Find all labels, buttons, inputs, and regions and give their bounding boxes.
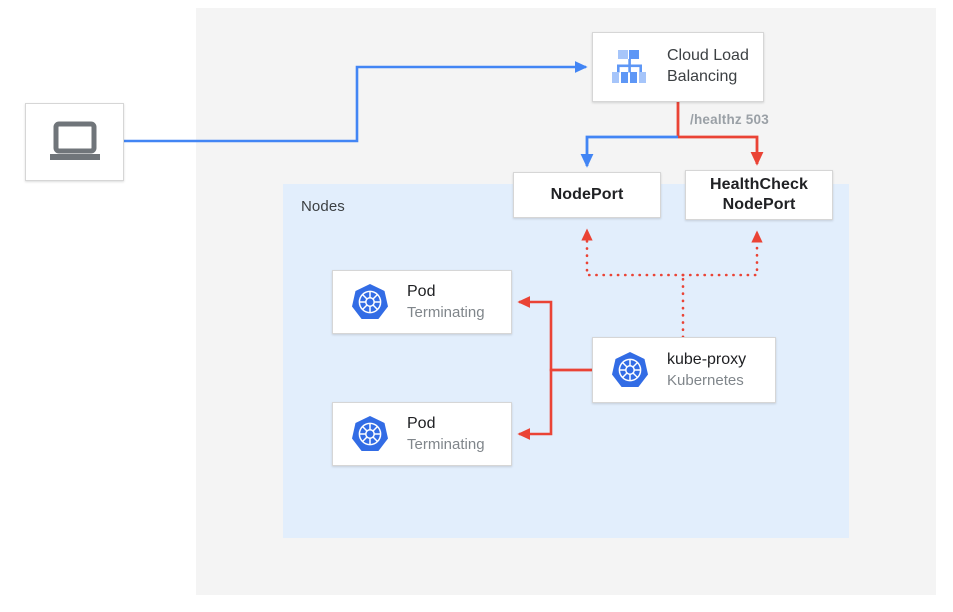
- pod2-text: Pod Terminating: [407, 414, 485, 454]
- kubernetes-icon: [612, 352, 648, 387]
- pod2-body: Pod Terminating: [333, 403, 511, 465]
- kube-proxy-body: kube-proxy Kubernetes: [593, 338, 775, 402]
- kube-proxy-node: kube-proxy Kubernetes: [592, 337, 776, 403]
- kubernetes-icon: [352, 284, 388, 319]
- nodeport-label: NodePort: [550, 186, 624, 203]
- client-node: [25, 103, 124, 181]
- pod1-text: Pod Terminating: [407, 282, 485, 322]
- healthcheck-nodeport-body: HealthCheck NodePort: [686, 171, 832, 219]
- clb-label-line2: Balancing: [667, 68, 738, 85]
- pod-node-1: Pod Terminating: [332, 270, 512, 334]
- clb-text: Cloud Load Balancing: [667, 46, 749, 88]
- cloud-load-balancing-icon: [612, 50, 646, 83]
- pod-node-2: Pod Terminating: [332, 402, 512, 466]
- kubernetes-icon: [352, 416, 388, 451]
- pod2-icon-slot: [349, 413, 391, 455]
- pod1-body: Pod Terminating: [333, 271, 511, 333]
- nodeport-node: NodePort: [513, 172, 661, 218]
- nodeport-body: NodePort: [514, 173, 660, 217]
- healthz-edge-label: /healthz 503: [690, 112, 769, 127]
- clb-body: Cloud Load Balancing: [593, 33, 763, 101]
- pod2-title: Pod: [407, 415, 436, 433]
- pod1-title: Pod: [407, 283, 436, 301]
- pod1-subtitle: Terminating: [407, 303, 485, 321]
- healthcheck-nodeport-label-line2: NodePort: [722, 196, 796, 213]
- client-node-body: [26, 104, 123, 180]
- pod2-subtitle: Terminating: [407, 435, 485, 453]
- kube-proxy-text: kube-proxy Kubernetes: [667, 350, 746, 390]
- cloud-load-balancing-icon-slot: [609, 46, 651, 88]
- clb-label-line1: Cloud Load: [667, 47, 749, 65]
- kube-proxy-title: kube-proxy: [667, 351, 747, 369]
- pod1-icon-slot: [349, 281, 391, 323]
- healthcheck-nodeport-node: HealthCheck NodePort: [685, 170, 833, 220]
- kube-proxy-subtitle: Kubernetes: [667, 371, 744, 389]
- healthcheck-nodeport-label-line1: HealthCheck: [709, 176, 809, 193]
- laptop-icon: [49, 121, 100, 160]
- cloud-load-balancing-node: Cloud Load Balancing: [592, 32, 764, 102]
- kube-proxy-icon-slot: [609, 349, 651, 391]
- nodes-panel-label: Nodes: [301, 198, 345, 215]
